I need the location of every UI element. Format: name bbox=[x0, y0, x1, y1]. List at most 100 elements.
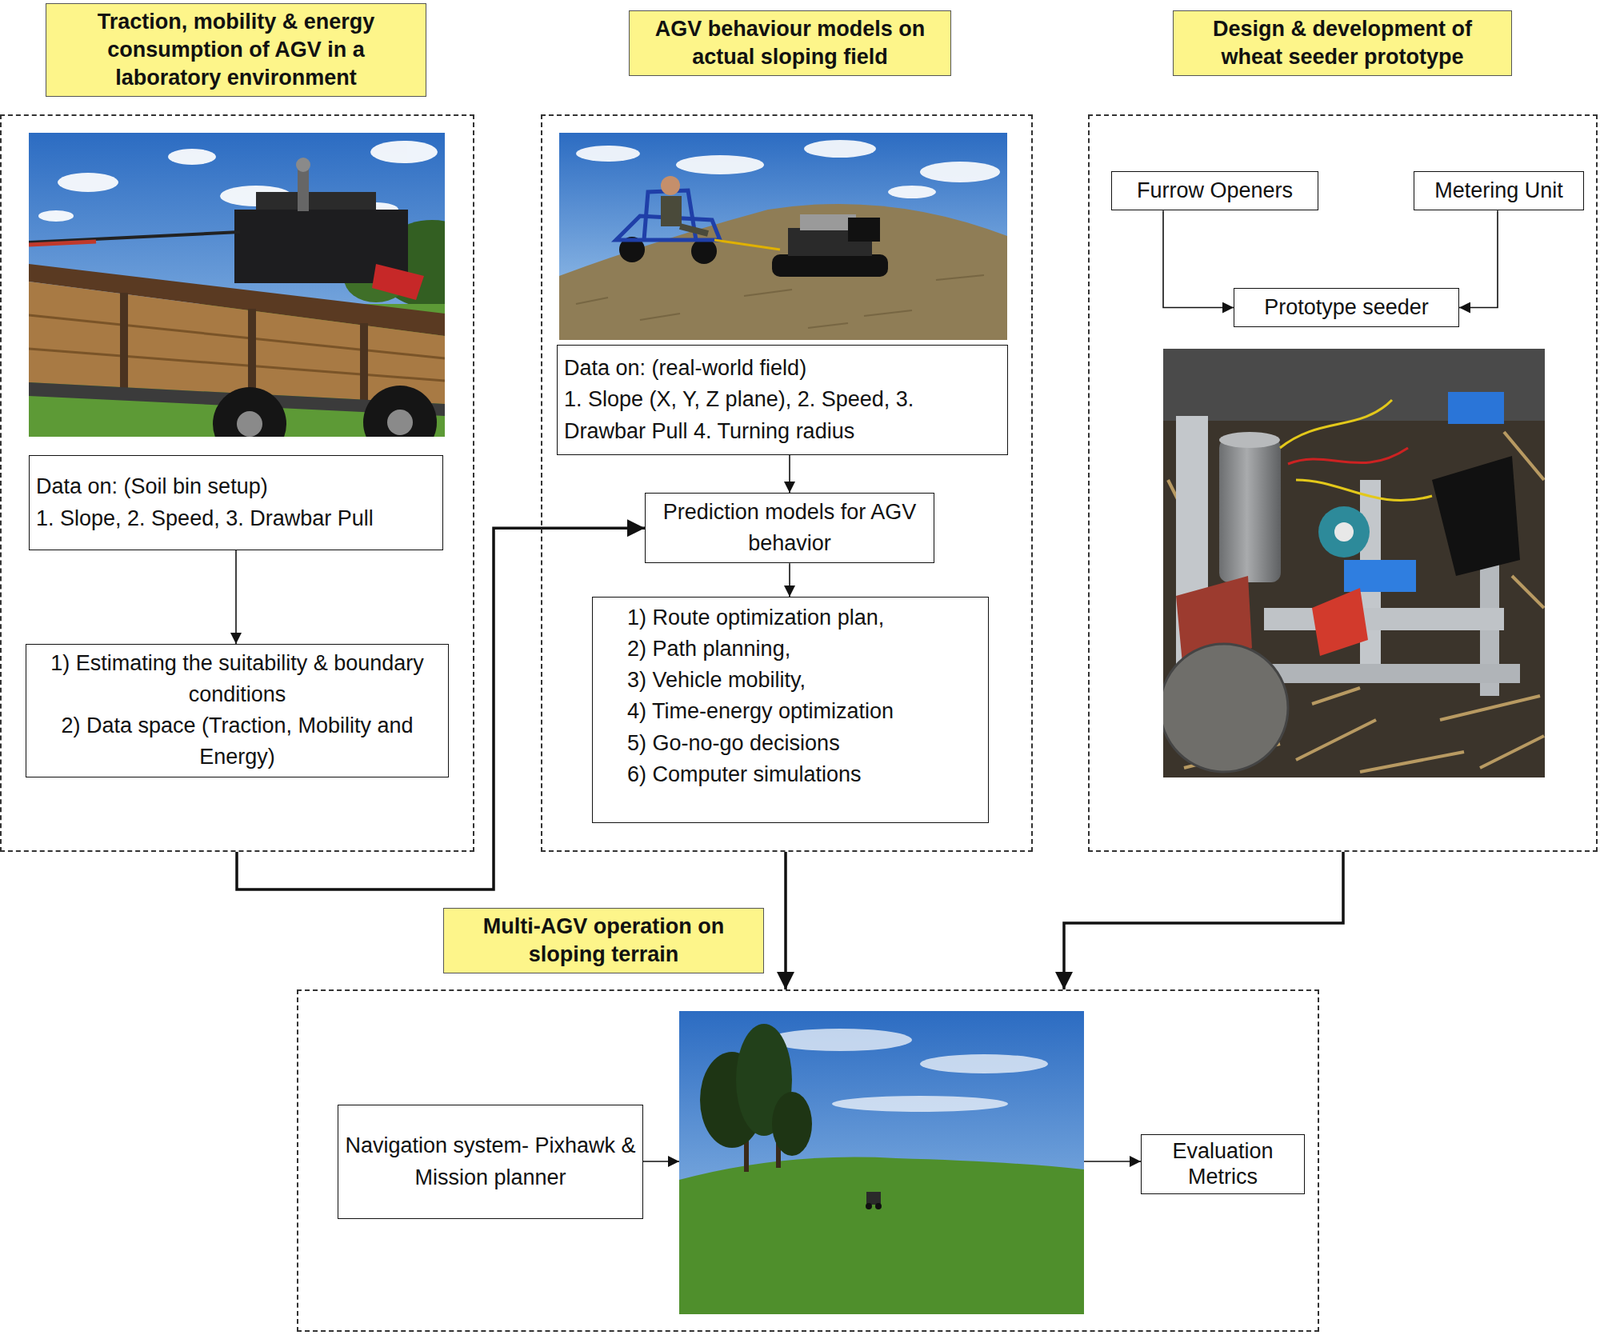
sloping-field-photo-part bbox=[660, 176, 680, 196]
soil-bin-photo-part-part bbox=[38, 210, 74, 222]
seeder-photo-part-part bbox=[1312, 688, 1360, 704]
process-box: Prediction models for AGV behavior bbox=[644, 492, 935, 564]
box-text: 1. Slope (X, Y, Z plane), 2. Speed, 3. D… bbox=[564, 384, 1001, 447]
connector bbox=[1064, 852, 1344, 990]
multi-agv-field-photo-part bbox=[866, 1192, 881, 1205]
panel-heading: AGV behaviour models on actual sloping f… bbox=[628, 10, 952, 76]
seeder-photo-part bbox=[1264, 608, 1504, 631]
sloping-field-photo-part-part bbox=[676, 155, 764, 175]
sloping-field-photo-part bbox=[691, 238, 717, 264]
soil-bin-photo-part bbox=[387, 409, 413, 436]
panel-heading: Multi-AGV operation on sloping terrain bbox=[443, 908, 764, 974]
seeder-photo-part-part bbox=[1360, 752, 1464, 772]
sloping-field-photo bbox=[559, 132, 1008, 340]
soil-bin-photo-part bbox=[28, 232, 240, 243]
soil-bin-photo-part bbox=[360, 323, 368, 404]
box-text: 1. Slope, 2. Speed, 3. Drawbar Pull bbox=[36, 503, 436, 535]
seeder-photo-part bbox=[1280, 400, 1392, 448]
sloping-field-photo-part-part bbox=[888, 185, 936, 199]
soil-bin-photo-part bbox=[38, 140, 438, 222]
multi-agv-field-photo-part bbox=[772, 1092, 812, 1156]
process-box: Furrow Openers bbox=[1111, 171, 1319, 211]
box-text: 3) Vehicle mobility, bbox=[627, 664, 982, 696]
process-box: Prototype seeder bbox=[1233, 288, 1460, 328]
box-text: Data on: (Soil bin setup) bbox=[36, 471, 436, 503]
seeder-photo-part-part bbox=[1512, 576, 1544, 608]
seeder-photo-part-part bbox=[1440, 696, 1540, 720]
sloping-field-photo-part bbox=[644, 190, 696, 240]
soil-bin-photo-part bbox=[236, 411, 263, 437]
process-box: Navigation system- Pixhawk & Mission pla… bbox=[337, 1104, 644, 1220]
soil-bin-photo bbox=[28, 132, 445, 437]
soil-bin-photo-part bbox=[363, 385, 437, 437]
dashed-panel: Multi-AGV operation on sloping terrainNa… bbox=[296, 989, 1320, 1332]
sloping-field-photo-part bbox=[559, 204, 1008, 340]
box-text: Navigation system- Pixhawk & Mission pla… bbox=[344, 1130, 636, 1193]
sloping-field-photo-part bbox=[680, 226, 708, 234]
connector bbox=[235, 550, 237, 644]
seeder-photo-part bbox=[1288, 448, 1408, 464]
multi-agv-field-photo-part bbox=[768, 1028, 1048, 1112]
multi-agv-field-photo bbox=[679, 1011, 1084, 1315]
sloping-field-photo-part bbox=[800, 214, 856, 231]
seeder-photo-part bbox=[1248, 664, 1520, 684]
sloping-field-photo-part-part bbox=[576, 145, 640, 162]
connector bbox=[1459, 210, 1498, 308]
sloping-field-photo-part bbox=[559, 132, 1008, 340]
box-text: 1) Route optimization plan, bbox=[627, 602, 982, 634]
process-box: Data on: (real-world field)1. Slope (X, … bbox=[556, 344, 1008, 456]
seeder-photo-part bbox=[1448, 392, 1504, 424]
soil-bin-photo-part-part bbox=[168, 148, 216, 165]
sloping-field-photo-part bbox=[660, 196, 682, 227]
box-text: Metering Unit bbox=[1420, 175, 1577, 207]
sloping-field-photo-part bbox=[772, 254, 888, 277]
multi-agv-field-photo-part bbox=[865, 1203, 872, 1210]
multi-agv-field-photo-part bbox=[679, 1157, 1084, 1315]
soil-bin-photo-part bbox=[28, 348, 445, 381]
sloping-field-photo-part bbox=[576, 275, 984, 328]
dashed-panel: Traction, mobility & energy consumption … bbox=[0, 114, 475, 852]
sloping-field-photo-part-part bbox=[864, 310, 912, 316]
soil-bin-photo-part-part bbox=[57, 172, 119, 192]
soil-bin-photo-part bbox=[28, 315, 445, 359]
panel-heading: Traction, mobility & energy consumption … bbox=[45, 3, 427, 97]
seeder-photo-part bbox=[1219, 432, 1280, 448]
seeder-photo-part-part bbox=[1480, 736, 1544, 768]
seeder-photo-part bbox=[1432, 456, 1520, 576]
connector bbox=[1163, 210, 1234, 308]
soil-bin-photo-part bbox=[248, 308, 256, 397]
sloping-field-photo-part bbox=[576, 140, 1000, 199]
multi-agv-field-photo-part bbox=[875, 1203, 882, 1210]
soil-bin-photo-part bbox=[28, 241, 96, 245]
flow-arrow bbox=[1084, 1160, 1141, 1163]
process-box: Evaluation Metrics bbox=[1140, 1134, 1305, 1195]
connector bbox=[788, 563, 791, 597]
soil-bin-photo-part bbox=[212, 387, 287, 437]
flow-arrow bbox=[643, 1160, 680, 1163]
seeder-photo-part bbox=[1219, 438, 1281, 583]
sloping-field-photo-part bbox=[848, 217, 880, 242]
process-box: Data on: (Soil bin setup)1. Slope, 2. Sp… bbox=[28, 455, 444, 551]
seeder-photo-part bbox=[1344, 560, 1416, 592]
sloping-field-photo-part bbox=[714, 240, 780, 250]
multi-agv-field-photo-part-part bbox=[832, 1096, 1008, 1112]
seeder-photo-part bbox=[1318, 506, 1370, 558]
box-text: 5) Go-no-go decisions bbox=[627, 728, 982, 760]
dashed-panel: Design & development of wheat seeder pro… bbox=[1088, 114, 1598, 852]
seeder-photo-part bbox=[1163, 644, 1288, 772]
sloping-field-photo-part-part bbox=[808, 323, 848, 328]
box-text: Data on: (real-world field) bbox=[564, 352, 1001, 384]
box-text: 1) Estimating the suitability & boundary… bbox=[32, 648, 442, 711]
connector bbox=[784, 852, 788, 990]
sloping-field-photo-part-part bbox=[744, 289, 792, 296]
sloping-field-photo-part-part bbox=[804, 140, 876, 158]
box-text: Furrow Openers bbox=[1118, 175, 1312, 207]
sloping-field-photo-part-part bbox=[936, 275, 984, 280]
box-text: 4) Time-energy optimization bbox=[627, 696, 982, 728]
multi-agv-field-photo-part bbox=[679, 1011, 1084, 1315]
soil-bin-photo-part bbox=[372, 264, 424, 300]
soil-bin-photo-part bbox=[296, 157, 311, 172]
multi-agv-field-photo-part-part bbox=[768, 1028, 912, 1052]
soil-bin-photo-part bbox=[120, 292, 128, 389]
